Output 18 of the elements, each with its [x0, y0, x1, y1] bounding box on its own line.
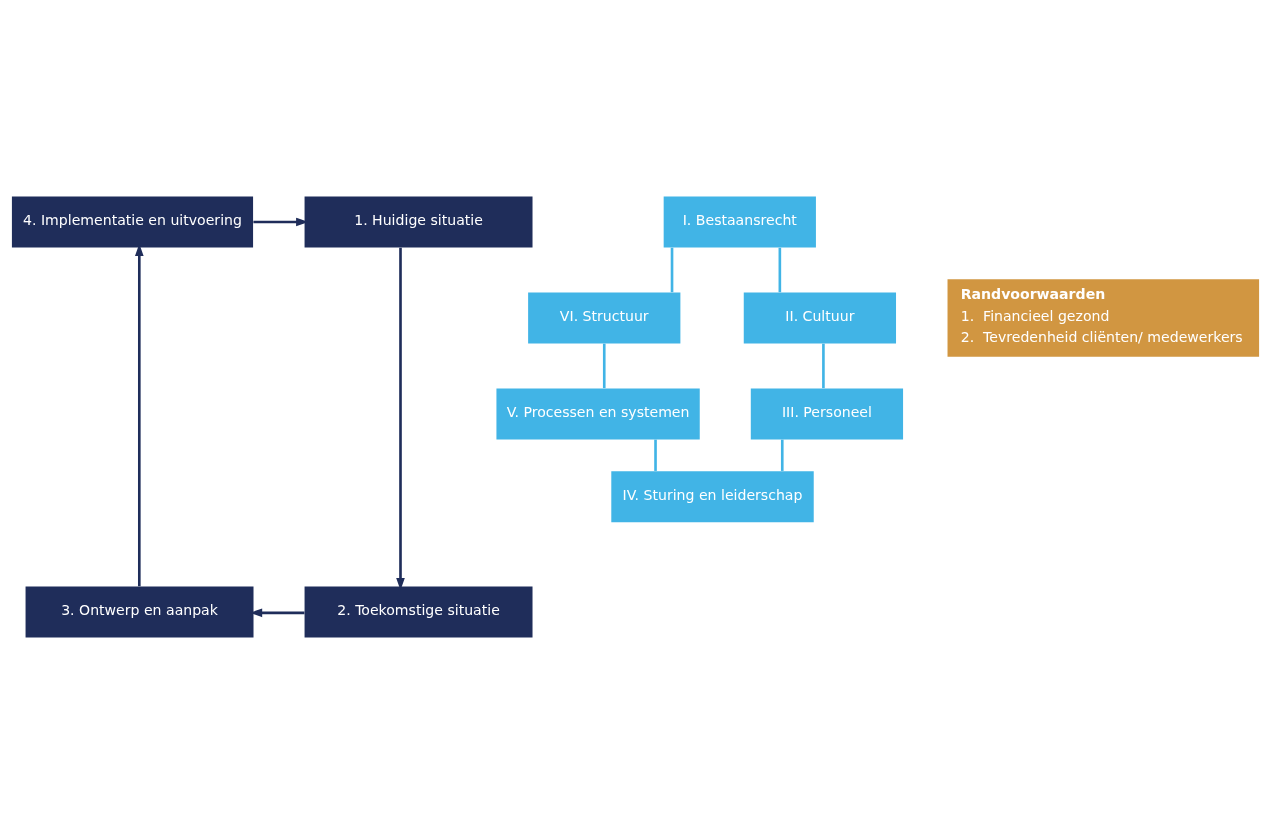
node-box: V. Processen en systemen: [496, 387, 700, 439]
connector: [602, 343, 606, 388]
connector: [780, 439, 784, 471]
node-box: 3. Ontwerp en aanpak: [25, 585, 254, 637]
connector: [822, 343, 825, 388]
node-box: Randvoorwaarden 1. Financieel gezond 2. Tevredenheid cliënten/ medewerkers: [947, 278, 1260, 357]
node-box: 1. Huidige situatie: [304, 196, 533, 248]
node-box: II. Cultuur: [743, 291, 897, 343]
node-box: 4. Implementatie en uitvoering: [11, 196, 254, 248]
connector: [670, 247, 674, 292]
node-box: I. Bestaansrecht: [663, 196, 816, 248]
node-box: VI. Structuur: [528, 291, 681, 343]
arrow: [396, 247, 405, 590]
node-box: IV. Sturing en leiderschap: [611, 470, 814, 522]
connector: [654, 439, 657, 471]
node-box: III. Personeel: [750, 387, 904, 439]
node-box: 2. Toekomstige situatie: [304, 585, 533, 637]
connector: [778, 247, 782, 292]
